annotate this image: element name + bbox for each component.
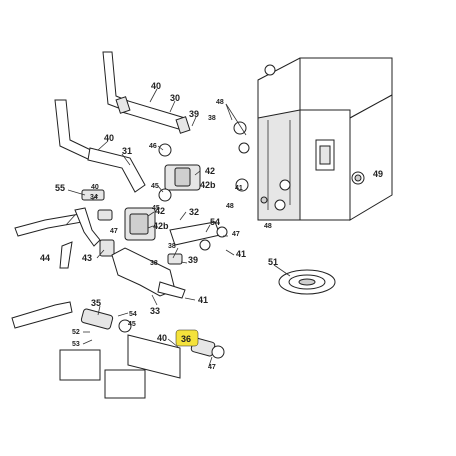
middle-manifold — [111, 221, 228, 299]
callout-39: 39 — [189, 109, 199, 119]
callout-41: 41 — [198, 295, 208, 305]
callout-40: 40 — [104, 133, 114, 143]
callout-35: 35 — [91, 298, 101, 308]
boiler-housing — [233, 57, 393, 221]
callout-31: 31 — [122, 146, 132, 156]
callout-42: 42 — [155, 206, 165, 216]
callout-47: 47 — [110, 228, 118, 235]
callout-34: 34 — [90, 194, 98, 201]
callout-54: 54 — [210, 217, 220, 227]
callout-55: 55 — [55, 183, 65, 193]
callout-40: 40 — [151, 81, 161, 91]
callout-45: 45 — [152, 205, 160, 212]
left-hoses — [14, 189, 115, 269]
callout-43: 43 — [82, 253, 92, 263]
callout-38: 38 — [150, 260, 158, 267]
callout-36-highlighted: 36 — [181, 334, 191, 344]
part-51-coil — [278, 269, 336, 295]
callout-40: 40 — [157, 333, 167, 343]
callout-45: 45 — [151, 183, 159, 190]
callout-38: 38 — [168, 243, 176, 250]
pipe-assembly-top — [54, 51, 191, 193]
callout-48: 48 — [226, 203, 234, 210]
callout-44: 44 — [40, 253, 50, 263]
callout-52: 52 — [72, 329, 80, 336]
pump-assemblies — [124, 143, 201, 241]
callout-48: 48 — [216, 99, 224, 106]
callout-42b: 42b — [200, 180, 216, 190]
callout-54: 54 — [129, 311, 137, 318]
callout-30: 30 — [170, 93, 180, 103]
callout-46: 46 — [149, 143, 157, 150]
lower-pipes — [11, 301, 225, 399]
highlight-part-36 — [175, 329, 199, 347]
leader-lines — [65, 88, 291, 367]
callout-45: 45 — [128, 321, 136, 328]
callout-39: 39 — [188, 255, 198, 265]
callout-33: 33 — [150, 306, 160, 316]
callout-32: 32 — [189, 207, 199, 217]
callout-48: 48 — [264, 223, 272, 230]
callout-40: 40 — [91, 184, 99, 191]
callout-38: 38 — [208, 115, 216, 122]
callout-53: 53 — [72, 341, 80, 348]
callout-49: 49 — [373, 169, 383, 179]
callout-47: 47 — [232, 231, 240, 238]
callout-41: 41 — [236, 249, 246, 259]
callout-51: 51 — [268, 257, 278, 267]
callout-47: 47 — [208, 364, 216, 371]
callout-42: 42 — [205, 166, 215, 176]
callout-41: 41 — [235, 185, 243, 192]
callout-labels: 40 30 39 38 48 40 31 46 42 45 42b 55 40 … — [40, 81, 383, 371]
callout-42b: 42b — [153, 221, 169, 231]
